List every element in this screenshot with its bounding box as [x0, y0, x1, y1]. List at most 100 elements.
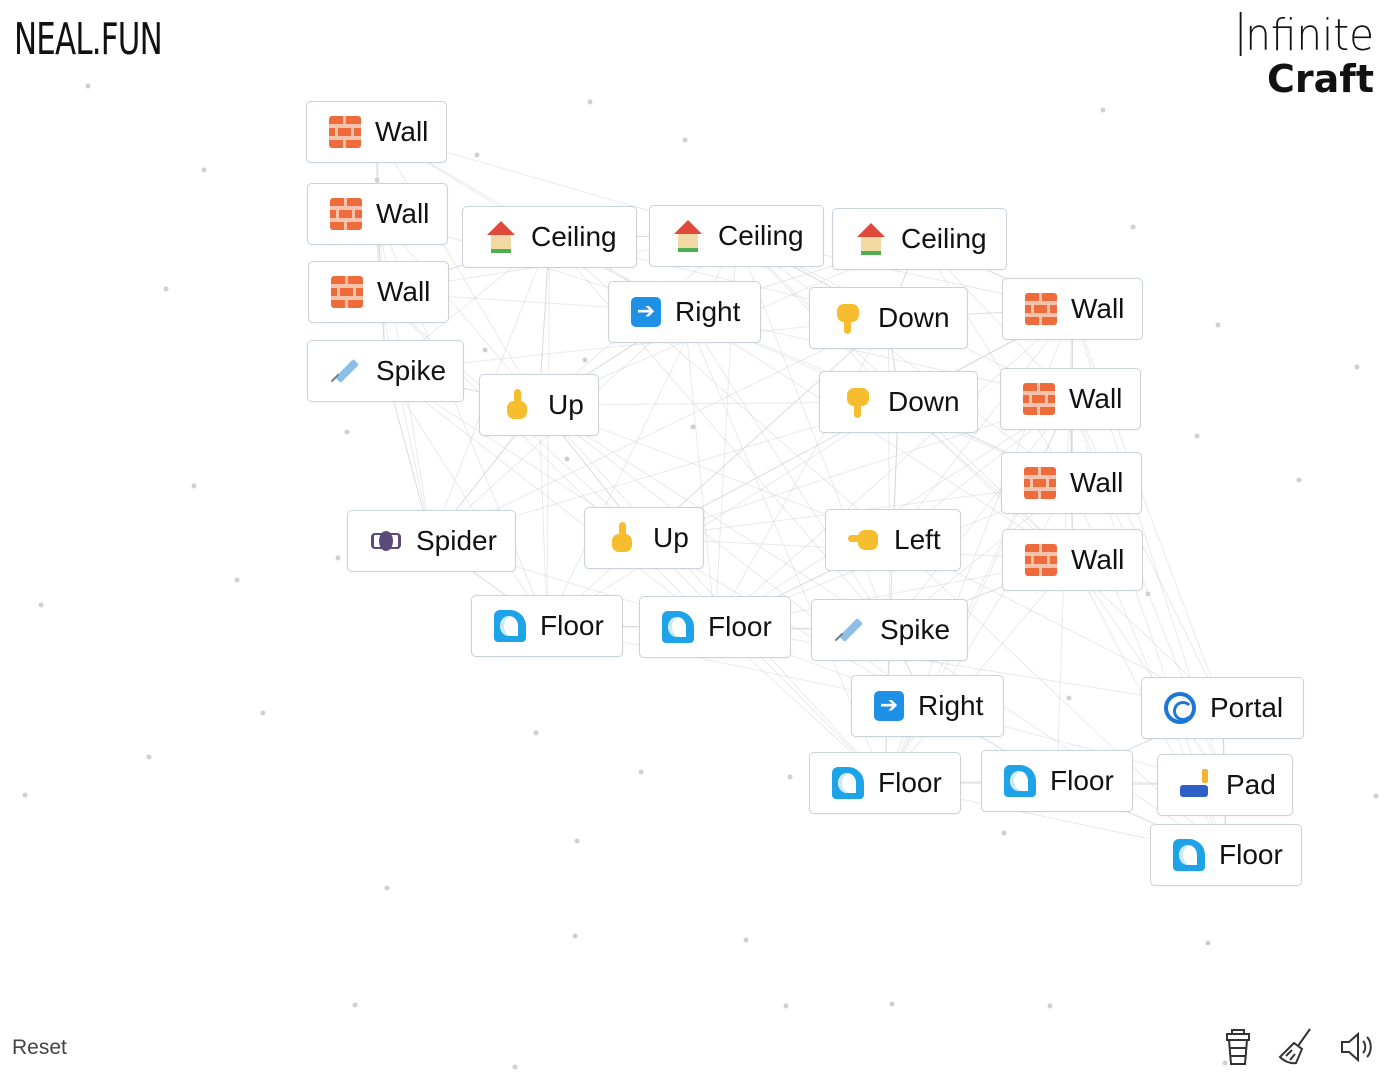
background-dot: [201, 167, 207, 173]
item-wall[interactable]: Wall: [1002, 529, 1143, 591]
item-ceiling[interactable]: Ceiling: [832, 208, 1007, 270]
item-wall[interactable]: Wall: [306, 101, 447, 163]
connection-line: [378, 291, 432, 542]
connection-line: [431, 317, 889, 542]
background-dot: [1001, 830, 1007, 836]
background-dot: [1222, 1060, 1228, 1066]
pointing-up-icon: [607, 522, 639, 554]
item-label: Down: [888, 386, 960, 417]
item-label: Right: [918, 690, 984, 721]
item-ceiling[interactable]: Ceiling: [462, 206, 637, 268]
item-label: Up: [653, 522, 689, 553]
connection-line: [538, 404, 890, 631]
background-dot: [1194, 433, 1200, 439]
connection-line: [385, 370, 716, 628]
background-dot: [234, 577, 240, 583]
item-right[interactable]: Right: [851, 675, 1004, 737]
item-spike[interactable]: Spike: [307, 340, 464, 402]
background-dot: [1130, 224, 1136, 230]
background-dot: [22, 792, 28, 798]
item-floor[interactable]: Floor: [639, 596, 791, 658]
background-dot: [787, 774, 793, 780]
item-wall[interactable]: Wall: [307, 183, 448, 245]
brick-icon: [1025, 293, 1057, 325]
background-dot: [783, 1003, 789, 1009]
connection-line: [919, 238, 1072, 484]
item-label: Up: [548, 389, 584, 420]
connection-line: [889, 629, 1227, 856]
item-wall[interactable]: Wall: [308, 261, 449, 323]
connection-line: [889, 398, 1071, 631]
background-dot: [574, 838, 580, 844]
connection-line: [714, 308, 1073, 628]
brick-icon: [1024, 467, 1056, 499]
background-dot: [564, 456, 570, 462]
background-dot: [1354, 364, 1360, 370]
right-arrow-icon: [874, 691, 904, 721]
coffee-icon[interactable]: [1218, 1026, 1258, 1068]
item-wall[interactable]: Wall: [1001, 452, 1142, 514]
background-dot: [374, 177, 380, 183]
cursor-bar-icon: [1239, 12, 1242, 56]
item-floor[interactable]: Floor: [981, 750, 1133, 812]
background-dot: [191, 483, 197, 489]
reset-button[interactable]: Reset: [12, 1036, 67, 1059]
item-floor[interactable]: Floor: [471, 595, 623, 657]
neal-fun-logo[interactable]: NEAL.FUN: [14, 14, 163, 65]
item-label: Wall: [376, 198, 430, 229]
background-dot: [260, 710, 266, 716]
connection-line: [684, 311, 1073, 561]
background-dot: [1066, 695, 1072, 701]
background-dot: [1373, 793, 1379, 799]
pointing-up-icon: [502, 389, 534, 421]
background-dot: [335, 555, 341, 561]
item-down[interactable]: Down: [809, 287, 968, 349]
item-up[interactable]: Up: [479, 374, 599, 436]
house-icon: [672, 220, 704, 252]
infinite-craft-logo: nfinite Craft: [1228, 12, 1374, 98]
connection-line: [538, 404, 886, 784]
item-up[interactable]: Up: [584, 507, 704, 569]
item-pad[interactable]: Pad: [1157, 754, 1293, 816]
broom-icon[interactable]: [1276, 1026, 1316, 1068]
connection-line: [1072, 559, 1226, 786]
item-label: Left: [894, 524, 941, 555]
spider-icon: [370, 525, 402, 557]
item-floor[interactable]: Floor: [1150, 824, 1302, 886]
background-dot: [889, 1001, 895, 1007]
item-label: Ceiling: [901, 223, 987, 254]
brand-line1: nfinite: [1245, 10, 1374, 61]
item-down[interactable]: Down: [819, 371, 978, 433]
item-right[interactable]: Right: [608, 281, 761, 343]
connection-line: [714, 317, 889, 628]
item-label: Ceiling: [718, 220, 804, 251]
item-label: Ceiling: [531, 221, 617, 252]
item-spider[interactable]: Spider: [347, 510, 516, 572]
wave-icon: [494, 610, 526, 642]
connection-line: [888, 317, 890, 631]
background-dot: [1100, 107, 1106, 113]
item-portal[interactable]: Portal: [1141, 677, 1304, 739]
brand-line2: Craft: [1267, 57, 1374, 101]
background-dot: [384, 885, 390, 891]
item-wall[interactable]: Wall: [1002, 278, 1143, 340]
item-left[interactable]: Left: [825, 509, 961, 571]
item-ceiling[interactable]: Ceiling: [649, 205, 824, 267]
background-dot: [638, 769, 644, 775]
sound-icon[interactable]: [1337, 1026, 1377, 1068]
connection-line: [643, 398, 1071, 539]
connection-line: [376, 131, 386, 372]
connection-line: [546, 317, 889, 627]
item-label: Spike: [376, 355, 447, 386]
item-spike[interactable]: Spike: [811, 599, 968, 661]
brick-icon: [1023, 383, 1055, 415]
connection-line: [714, 626, 1223, 709]
background-dot: [38, 602, 44, 608]
item-wall[interactable]: Wall: [1000, 368, 1141, 430]
house-icon: [855, 223, 887, 255]
item-floor[interactable]: Floor: [809, 752, 961, 814]
item-label: Wall: [377, 276, 431, 307]
pointing-down-icon: [842, 386, 874, 418]
background-dot: [743, 937, 749, 943]
brick-icon: [331, 276, 363, 308]
